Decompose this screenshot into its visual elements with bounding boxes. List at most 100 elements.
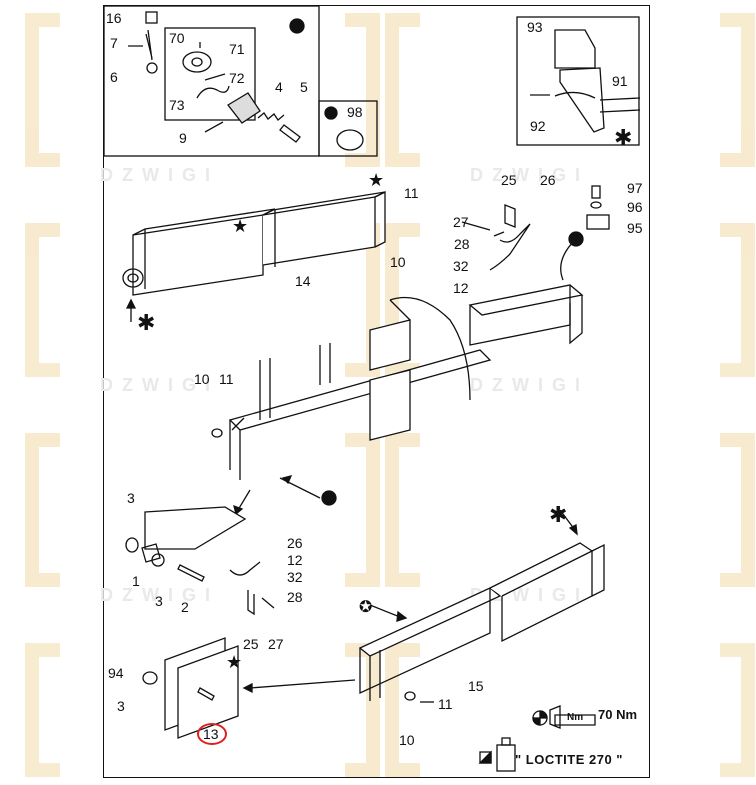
arrow-down bbox=[237, 489, 251, 511]
label-part-70: 70 bbox=[169, 30, 185, 46]
part-97-shape bbox=[591, 185, 601, 199]
label-part-25: 25 bbox=[243, 636, 259, 652]
label-part-4: 4 bbox=[275, 79, 283, 95]
detail-box-top-right bbox=[516, 16, 640, 146]
torque-value: 70 Nm bbox=[598, 707, 638, 722]
label-part-14: 14 bbox=[295, 273, 311, 289]
label-part-16: 16 bbox=[106, 10, 122, 26]
label-part-27: 27 bbox=[453, 214, 469, 230]
watermark-logo bbox=[25, 13, 755, 777]
label-part-12: 12 bbox=[287, 552, 303, 568]
part-2-pin-shape bbox=[177, 564, 205, 582]
label-part-1: 1 bbox=[132, 573, 140, 589]
label-part-26: 26 bbox=[540, 172, 556, 188]
part-3-bushing-shape bbox=[125, 537, 139, 553]
label-part-3: 3 bbox=[155, 593, 163, 609]
loctite-label: " LOCTITE 270 " bbox=[515, 752, 623, 767]
star-marker: ★ bbox=[368, 170, 384, 190]
label-part-5: 5 bbox=[300, 79, 308, 95]
part-73-shape bbox=[196, 85, 230, 99]
asterisk-marker: ✱ bbox=[614, 125, 632, 150]
label-part-94: 94 bbox=[108, 665, 124, 681]
arrow-to-plate bbox=[249, 679, 356, 689]
watermark-text: DZWIGI bbox=[100, 375, 219, 395]
label-part-11: 11 bbox=[438, 696, 453, 712]
arrow-star-lower bbox=[369, 604, 401, 618]
part-27-shape bbox=[461, 221, 491, 231]
watermark-text: DZWIGI bbox=[470, 165, 589, 185]
star-marker bbox=[324, 106, 338, 120]
torque-unit-label: Nm bbox=[567, 712, 584, 723]
label-part-9: 9 bbox=[179, 130, 187, 146]
detail-box-98 bbox=[318, 100, 378, 157]
label-part-7: 7 bbox=[110, 35, 118, 51]
beam-15 bbox=[358, 542, 605, 701]
label-part-11: 11 bbox=[219, 371, 234, 387]
label-part-92: 92 bbox=[530, 118, 546, 134]
asterisk-marker: ✱ bbox=[549, 502, 567, 527]
beam-14 bbox=[122, 190, 386, 296]
bracket-lower bbox=[144, 506, 247, 550]
label-part-96: 96 bbox=[627, 199, 643, 215]
label-part-15: 15 bbox=[468, 678, 484, 694]
label-part-32: 32 bbox=[453, 258, 469, 274]
label-part-93: 93 bbox=[527, 19, 543, 35]
label-part-72: 72 bbox=[229, 70, 245, 86]
detail-inner-box bbox=[164, 27, 256, 121]
highlight-circle-part-13 bbox=[197, 723, 227, 745]
part-25-shape bbox=[504, 204, 516, 228]
label-part-10: 10 bbox=[194, 371, 210, 387]
label-part-98: 98 bbox=[347, 104, 363, 120]
part-10-shape bbox=[211, 428, 223, 438]
part-70-shape bbox=[182, 51, 212, 73]
part-1-shape bbox=[141, 543, 161, 563]
label-part-3: 3 bbox=[127, 490, 135, 506]
part-96-shape bbox=[590, 201, 602, 209]
label-part-6: 6 bbox=[110, 69, 118, 85]
label-part-32: 32 bbox=[287, 569, 303, 585]
label-part-28: 28 bbox=[287, 589, 303, 605]
arrow-curve bbox=[560, 239, 576, 281]
part-93-shape bbox=[554, 29, 596, 69]
part-32-shape bbox=[493, 231, 505, 237]
label-part-27: 27 bbox=[268, 636, 284, 652]
loctite-bottle-icon bbox=[496, 744, 516, 772]
star-marker: ★ bbox=[226, 652, 242, 672]
watermark-text: DZWIGI bbox=[100, 165, 219, 185]
label-part-73: 73 bbox=[169, 97, 185, 113]
part-4-shape bbox=[227, 92, 261, 124]
part-11-shape bbox=[231, 417, 245, 431]
part-7-shape bbox=[128, 29, 153, 61]
part-95-shape bbox=[586, 214, 610, 230]
part-12-shape bbox=[489, 223, 531, 271]
part-92-shape bbox=[530, 91, 596, 99]
part-4-spring bbox=[257, 112, 285, 121]
part-6-shape bbox=[146, 62, 158, 74]
dot-marker bbox=[289, 18, 305, 34]
label-part-91: 91 bbox=[612, 73, 628, 89]
label-part-25: 25 bbox=[501, 172, 517, 188]
beam-right-upper bbox=[468, 284, 584, 346]
watermark-text: DZWIGI bbox=[100, 585, 219, 605]
dot-marker bbox=[321, 490, 337, 506]
watermark-text: DZWIGI bbox=[470, 375, 589, 395]
label-part-97: 97 bbox=[627, 180, 643, 196]
label-part-10: 10 bbox=[390, 254, 406, 270]
part-16-shape bbox=[145, 11, 158, 24]
label-part-71: 71 bbox=[229, 41, 245, 57]
label-part-2: 2 bbox=[181, 599, 189, 615]
label-part-28: 28 bbox=[454, 236, 470, 252]
star-marker: ★ bbox=[232, 216, 248, 236]
part-91-shape bbox=[559, 67, 605, 133]
part-5-shape bbox=[279, 124, 301, 143]
plate-assembly-13 bbox=[142, 637, 239, 739]
part-25b-shape bbox=[247, 590, 255, 616]
label-part-11: 11 bbox=[404, 185, 419, 201]
asterisk-marker: ✱ bbox=[137, 310, 155, 335]
label-part-12: 12 bbox=[453, 280, 469, 296]
label-part-95: 95 bbox=[627, 220, 643, 236]
part-12b-shape bbox=[229, 561, 261, 576]
chassis-frame bbox=[228, 296, 492, 480]
diagram-frame bbox=[103, 5, 650, 778]
